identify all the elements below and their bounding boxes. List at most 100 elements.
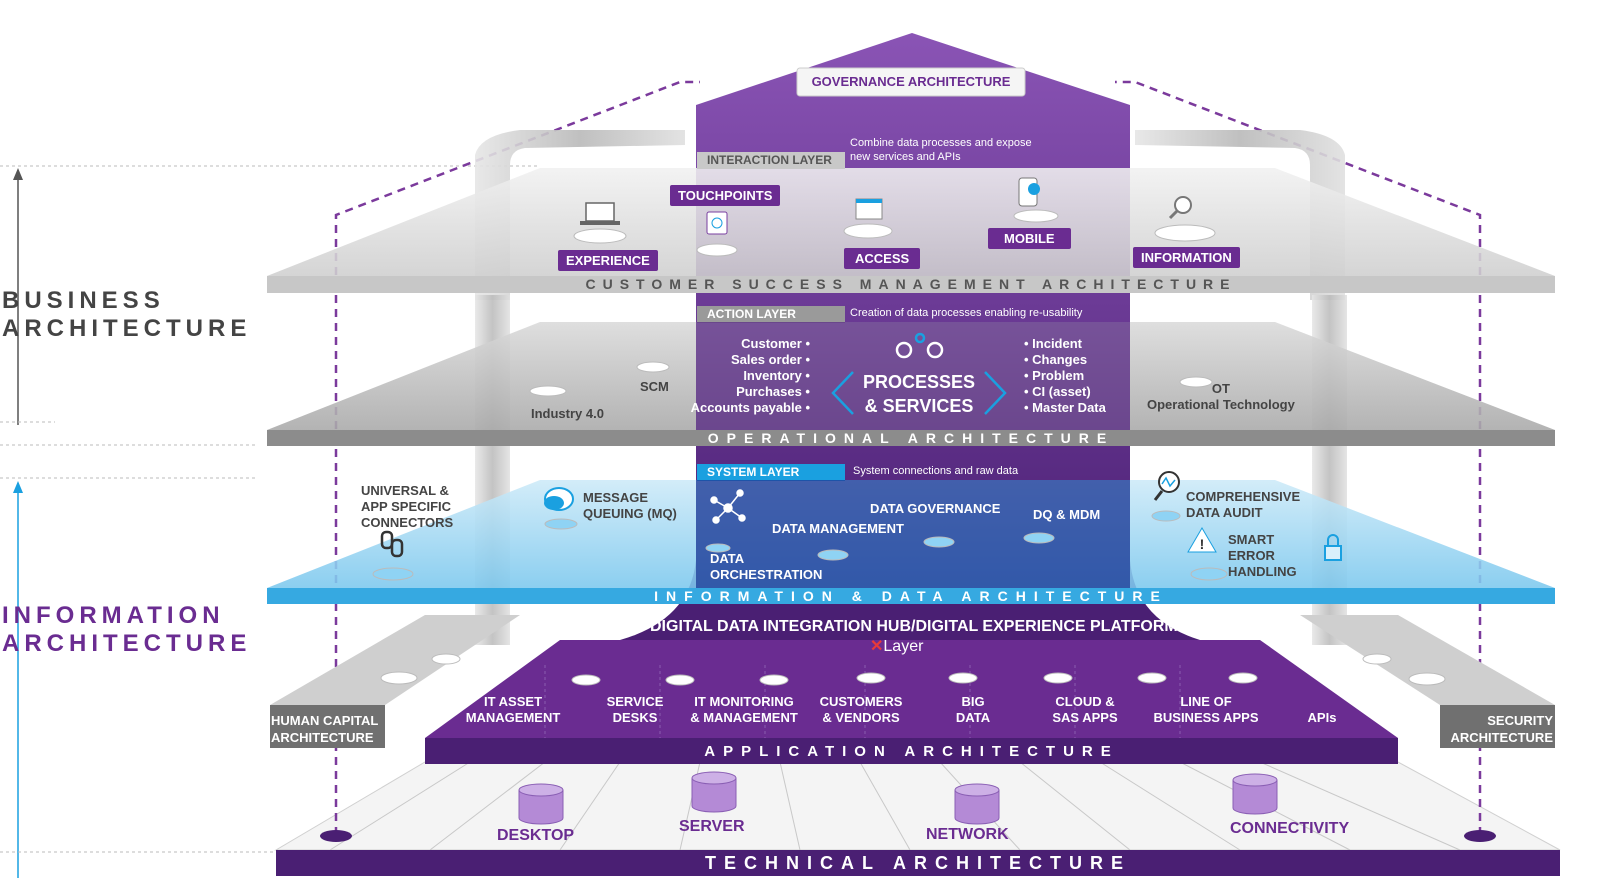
error-line: ERROR [1228,548,1275,563]
magnifier-chart-icon [1153,471,1180,501]
mobile-tag: MOBILE [988,228,1071,249]
processes-line-2: & SERVICES [864,396,974,416]
app-cloud-sas: CLOUD & SAS APPS [1045,694,1125,726]
business-architecture-label: BUSINESS ARCHITECTURE [2,287,251,343]
warning-icon: ! [1187,527,1217,553]
orchestration-line: ORCHESTRATION [710,567,823,582]
security-line: ARCHITECTURE [1450,730,1553,745]
app-line: & MANAGEMENT [690,710,798,725]
action-left-item: Accounts payable • [690,400,810,415]
app-line: IT ASSET [483,694,543,709]
search-globe-icon [1168,196,1192,220]
roof-tag [796,67,1026,97]
orchestration-line: DATA [710,551,745,566]
technical-band-label: TECHNICAL ARCHITECTURE [705,853,1131,873]
app-line: MANAGEMENT [465,710,561,725]
error-line: SMART [1228,532,1275,547]
system-layer-label: SYSTEM LAYER [707,465,800,479]
audit-line: COMPREHENSIVE [1186,489,1301,504]
customer-success-band-label: CUSTOMER SUCCESS MANAGEMENT ARCHITECTURE [585,276,1237,292]
app-line: BUSINESS APPS [1153,710,1259,725]
xlayer-text: Layer [883,638,924,655]
interaction-layer-label: INTERACTION LAYER [707,153,832,167]
information-architecture-label: INFORMATION ARCHITECTURE [2,602,251,658]
action-left-item: Inventory • [743,368,810,383]
action-left-list: Customer • Sales order • Inventory • Pur… [640,336,810,416]
experience-tag: EXPERIENCE [558,250,658,271]
information-floor [267,464,1555,604]
data-governance-label: DATA GOVERNANCE [870,501,1001,516]
processes-line-1: PROCESSES [862,372,976,392]
human-capital-line: HUMAN CAPITAL [271,713,379,728]
chevron-left-icon [831,371,854,415]
business-architecture-line-2: ARCHITECTURE [2,315,252,342]
tech-connectivity: CONNECTIVITY [1230,820,1350,837]
gears-icon [895,332,944,359]
data-audit-label: COMPREHENSIVE DATA AUDIT [1186,489,1300,521]
app-line-of-business: LINE OF BUSINESS APPS [1150,694,1262,726]
interaction-note-line-2: new services and APIs [850,151,961,163]
side-axis [0,165,540,878]
app-apis: APIs [1300,710,1344,726]
connectors-line: CONNECTORS [361,515,454,530]
dq-mdm-label: DQ & MDM [1033,507,1101,522]
app-it-asset: IT ASSET MANAGEMENT [458,694,568,726]
app-big-data: BIG DATA [943,694,1003,726]
ot-line-2: Operational Technology [1147,397,1295,412]
operational-floor [267,306,1555,446]
app-line: CLOUD & [1055,694,1115,709]
security-label: SECURITY ARCHITECTURE [1440,712,1553,746]
xlayer-logo: ✕Layer [870,636,923,656]
connectors-label: UNIVERSAL & APP SPECIFIC CONNECTORS [361,483,453,531]
touchpoints-tag: TOUCHPOINTS [670,185,781,206]
connectors-line: APP SPECIFIC [361,499,452,514]
padlock-icon [1324,534,1342,561]
access-tag: ACCESS [844,248,921,269]
action-left-item: Purchases • [736,384,810,399]
browser-icon [855,198,883,220]
audit-line: DATA AUDIT [1186,505,1263,520]
mq-line: MESSAGE [583,490,649,505]
information-architecture-line-2: ARCHITECTURE [2,630,252,657]
action-left-item: Sales order • [731,352,810,367]
governance-title: GOVERNANCE ARCHITECTURE [811,74,1011,89]
xlayer-x: ✕ [870,638,884,655]
app-it-monitoring: IT MONITORING & MANAGEMENT [684,694,804,726]
network-icon [710,489,746,524]
ot-line-1: OT [1211,381,1230,396]
information-tag: INFORMATION [1133,247,1240,268]
operational-band-label: OPERATIONAL ARCHITECTURE [707,430,1115,446]
svg-text:!: ! [1200,536,1205,552]
app-line: SAS APPS [1052,710,1118,725]
action-right-item: • CI (asset) [1024,384,1091,399]
app-line: DESKS [612,710,658,725]
error-handling-label: SMART ERROR HANDLING [1228,532,1297,580]
connectors-line: UNIVERSAL & [361,483,449,498]
system-note: System connections and raw data [853,465,1019,477]
chevron-right-icon [984,371,1007,415]
app-line: CUSTOMERS [819,694,903,709]
app-line: & VENDORS [822,710,900,725]
action-note: Creation of data processes enabling re-u… [850,307,1083,319]
database-icon [518,771,1278,825]
error-line: HANDLING [1228,564,1297,579]
security-line: SECURITY [1487,713,1553,728]
action-right-item: • Changes [1024,352,1088,367]
chat-icon [544,487,574,511]
action-right-item: • Problem [1024,368,1085,383]
app-line: BIG [961,694,985,709]
orchestration-label: DATA ORCHESTRATION [710,551,822,583]
interaction-note-line-1: Combine data processes and expose [850,137,1032,149]
action-right-list: • Incident • Changes • Problem • CI (ass… [1024,336,1106,416]
app-service-desks: SERVICE DESKS [600,694,670,726]
action-right-item: • Master Data [1024,400,1106,415]
laptop-icon [580,202,620,225]
platform-disks [372,209,1446,686]
mq-label: MESSAGE QUEUING (MQ) [583,490,677,522]
information-architecture-line-1: INFORMATION [2,602,225,629]
data-management-label: DATA MANAGEMENT [772,521,904,536]
app-line: IT MONITORING [694,694,794,709]
fingerprint-icon [706,211,728,235]
